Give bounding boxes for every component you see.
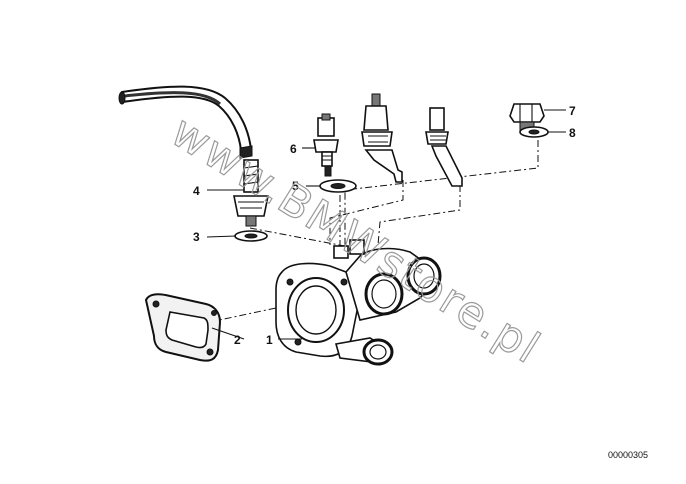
gasket-2 xyxy=(144,293,222,362)
temperature-sensor-a xyxy=(361,93,403,183)
callout-5: 5 xyxy=(292,179,299,193)
callout-6: 6 xyxy=(290,142,297,156)
sealing-ring-8 xyxy=(519,126,549,138)
assembly-line-2 xyxy=(209,304,291,323)
reference-code: 00000305 xyxy=(607,450,648,460)
callout-4: 4 xyxy=(193,184,200,198)
temperature-sensor-b xyxy=(425,107,463,187)
assembly-line-3 xyxy=(249,227,356,249)
callout-3: 3 xyxy=(193,230,200,244)
assembly-lines xyxy=(209,140,539,323)
assembly-line-sensor-a xyxy=(329,180,404,245)
leader-2 xyxy=(211,327,245,340)
screw-plug-7 xyxy=(509,103,545,131)
leader-lines xyxy=(206,109,566,340)
temperature-sensor-6 xyxy=(313,113,339,177)
coolant-hose xyxy=(118,85,253,159)
assembly-line-8 xyxy=(344,140,539,246)
callout-2: 2 xyxy=(234,333,241,347)
callout-7: 7 xyxy=(569,104,576,118)
callout-labels: 1 2 3 4 5 6 7 8 xyxy=(193,104,576,347)
thermostat-housing-1 xyxy=(275,239,442,366)
leader-3 xyxy=(206,235,237,238)
callout-8: 8 xyxy=(569,126,576,140)
watermark: www.BMWstore.pl xyxy=(162,106,549,374)
assembly-line-sensor-b xyxy=(377,185,461,246)
callout-1: 1 xyxy=(266,333,273,347)
sealing-ring-3 xyxy=(234,230,268,242)
temperature-switch-4 xyxy=(233,159,269,227)
